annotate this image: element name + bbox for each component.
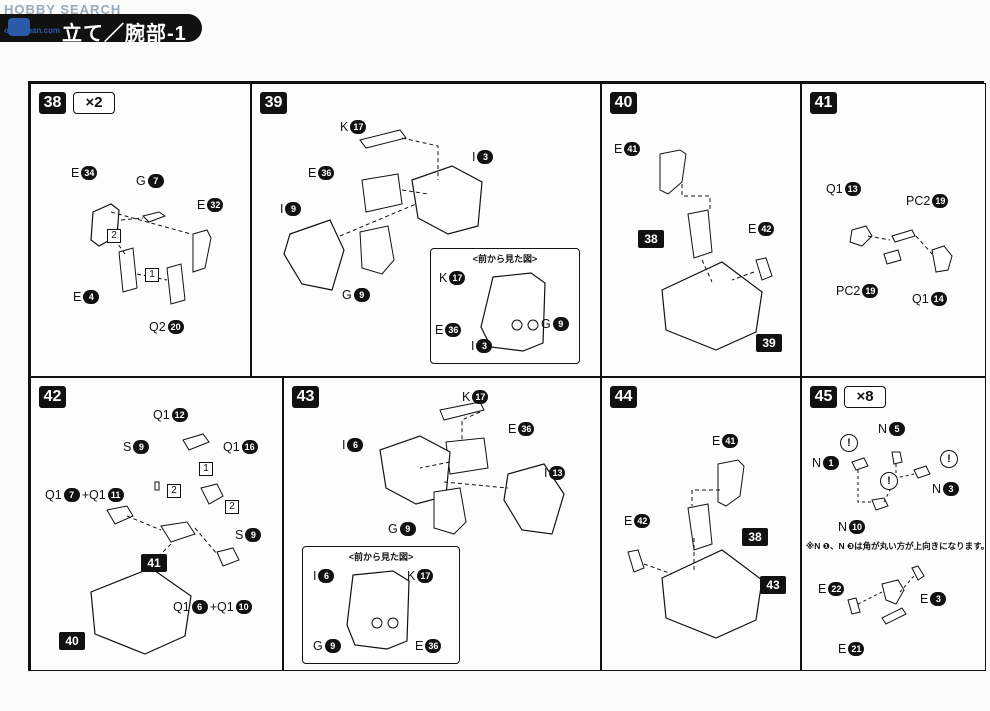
step-number: 43: [292, 386, 319, 408]
step-reference: 38: [742, 528, 768, 546]
multiplier-badge: ×8: [844, 386, 886, 408]
step-reference: 39: [756, 334, 782, 352]
part-illustration: [283, 129, 483, 291]
header-bar: [0, 14, 202, 42]
assembly-order: 2: [107, 229, 121, 243]
page-title: 立て／腕部-1: [62, 23, 187, 45]
part-illustration: [90, 203, 212, 305]
step-reference: 41: [141, 554, 167, 572]
assembly-order: 1: [199, 462, 213, 476]
part-illustration: [849, 225, 953, 273]
part-illustration: [847, 451, 931, 625]
inset-title: <前から見た図>: [472, 254, 538, 264]
part-illustration: [627, 459, 763, 639]
multiplier-badge: ×2: [73, 92, 115, 114]
step-number: 42: [39, 386, 66, 408]
step-number: 44: [610, 386, 637, 408]
step-reference: 43: [760, 576, 786, 594]
assembly-order: 2: [225, 500, 239, 514]
step-reference: 38: [638, 230, 664, 248]
step-number: 41: [810, 92, 837, 114]
watermark: HOBBY SEARCH: [4, 2, 122, 17]
step-reference: 40: [59, 632, 85, 650]
watermark-sub: ogaeshan.com: [4, 26, 61, 35]
inset-title: <前から見た図>: [348, 552, 414, 562]
front-view-illustration: [346, 570, 410, 650]
step-number: 39: [260, 92, 287, 114]
step-number: 38: [39, 92, 66, 114]
assembly-order: 1: [145, 268, 159, 282]
header: HOBBY SEARCH ogaeshan.com 立て／腕部-1: [0, 0, 210, 45]
caution-icon: !: [880, 472, 898, 490]
part-illustration: [379, 401, 565, 535]
assembly-note: ※N ❶、N ❸は角が丸い方が上向きになります。: [806, 541, 990, 551]
part-illustration: [659, 149, 773, 351]
front-view-illustration: [480, 272, 546, 352]
caution-icon: !: [940, 450, 958, 468]
site-logo-icon: [8, 18, 30, 36]
step-number: 45: [810, 386, 837, 408]
step-number: 40: [610, 92, 637, 114]
assembly-order: 2: [167, 484, 181, 498]
part-illustration: [90, 433, 240, 655]
caution-icon: !: [840, 434, 858, 452]
